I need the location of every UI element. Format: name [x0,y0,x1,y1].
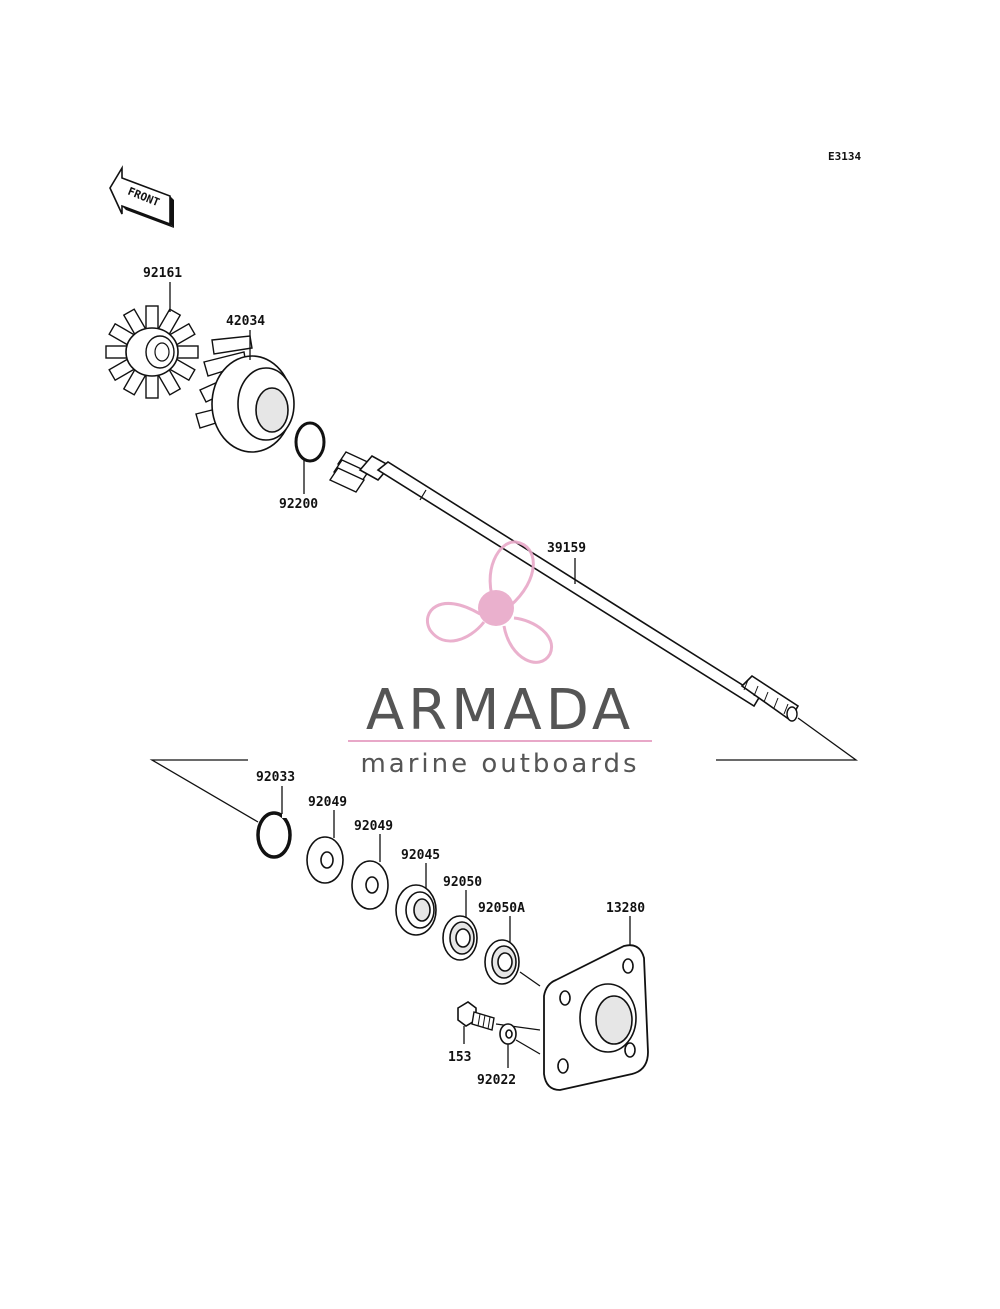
oil-seal-92050a [484,939,520,985]
front-arrow-icon: FRONT [109,165,174,228]
washer-92049-b [351,860,389,910]
label-39159: 39159 [547,541,586,556]
label-92049-b: 92049 [354,819,393,834]
impeller-fan-92161 [105,305,199,399]
armada-logo-icon [426,540,554,664]
cover-plate-13280 [543,944,649,1091]
label-92045: 92045 [401,848,440,863]
oil-seal-92050 [442,915,478,961]
washer-92049-a [306,836,344,884]
watermark-tagline: marine outboards [360,749,639,779]
drive-shaft-39159 [328,451,800,722]
label-92161: 92161 [143,266,182,281]
circlip-92033 [256,811,292,859]
label-92022: 92022 [477,1073,516,1088]
watermark-brand: ARMADA [366,678,634,743]
label-13280: 13280 [606,901,645,916]
label-92049-a: 92049 [308,795,347,810]
diagram-code: E3134 [828,150,861,163]
impeller-housing-42034 [195,335,295,453]
label-92050: 92050 [443,875,482,890]
bearing-92045 [395,884,437,936]
label-92033: 92033 [256,770,295,785]
label-42034: 42034 [226,314,265,329]
washer-92022 [499,1023,517,1045]
bolt-153 [457,1001,495,1031]
label-153: 153 [448,1050,471,1065]
label-92050a: 92050A [478,901,525,916]
ring-92200 [294,421,326,463]
label-92200: 92200 [279,497,318,512]
